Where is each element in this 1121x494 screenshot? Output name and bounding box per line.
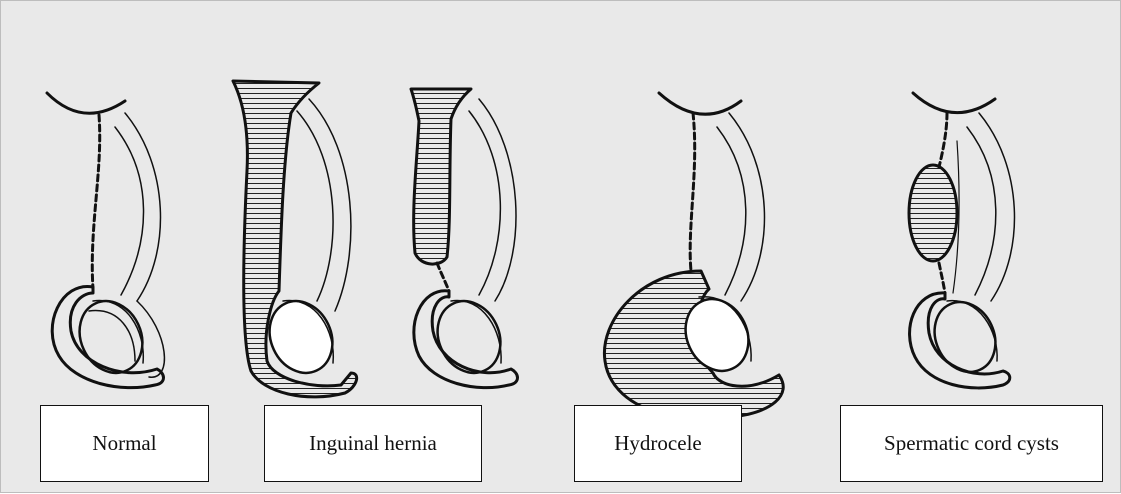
epididymis [89,301,143,363]
peritoneum-arc [47,93,125,113]
normal-drawing [47,93,164,388]
hydrocele-drawing [604,93,783,419]
spermatic-cord-cyst-drawing [909,93,1014,388]
processus-vaginalis-dashed [92,115,99,289]
spermatic-cord-line [297,111,333,301]
label-text: Normal [92,431,156,456]
tunica-vaginalis [414,291,518,388]
label-hydrocele: Hydrocele [574,405,742,482]
hernia-sac-partial [411,89,471,264]
label-text: Inguinal hernia [309,431,437,456]
peritoneum-arc [913,93,995,113]
spermatic-cord-line [309,99,351,311]
label-normal: Normal [40,405,209,482]
processus-vaginalis-dashed [437,263,449,291]
spermatic-cord-line [479,99,516,301]
processus-vaginalis-dashed [939,263,945,293]
cord-cyst [909,165,957,261]
processus-vaginalis-dashed [939,113,947,167]
spermatic-cord-line [469,111,500,295]
label-spermatic-cord-cysts: Spermatic cord cysts [840,405,1103,482]
spermatic-cord-line [967,127,996,295]
inguinal-hernia-complete-drawing [233,81,357,397]
spermatic-cord-line [717,127,746,295]
inguinal-hernia-partial-drawing [411,89,518,388]
processus-vaginalis-dashed [690,113,695,271]
epididymis [451,301,501,363]
spermatic-cord-line [115,127,144,295]
label-text: Spermatic cord cysts [884,431,1059,456]
epididymis [947,301,997,361]
peritoneum-arc [659,93,741,114]
label-text: Hydrocele [614,431,701,456]
label-inguinal-hernia: Inguinal hernia [264,405,482,482]
